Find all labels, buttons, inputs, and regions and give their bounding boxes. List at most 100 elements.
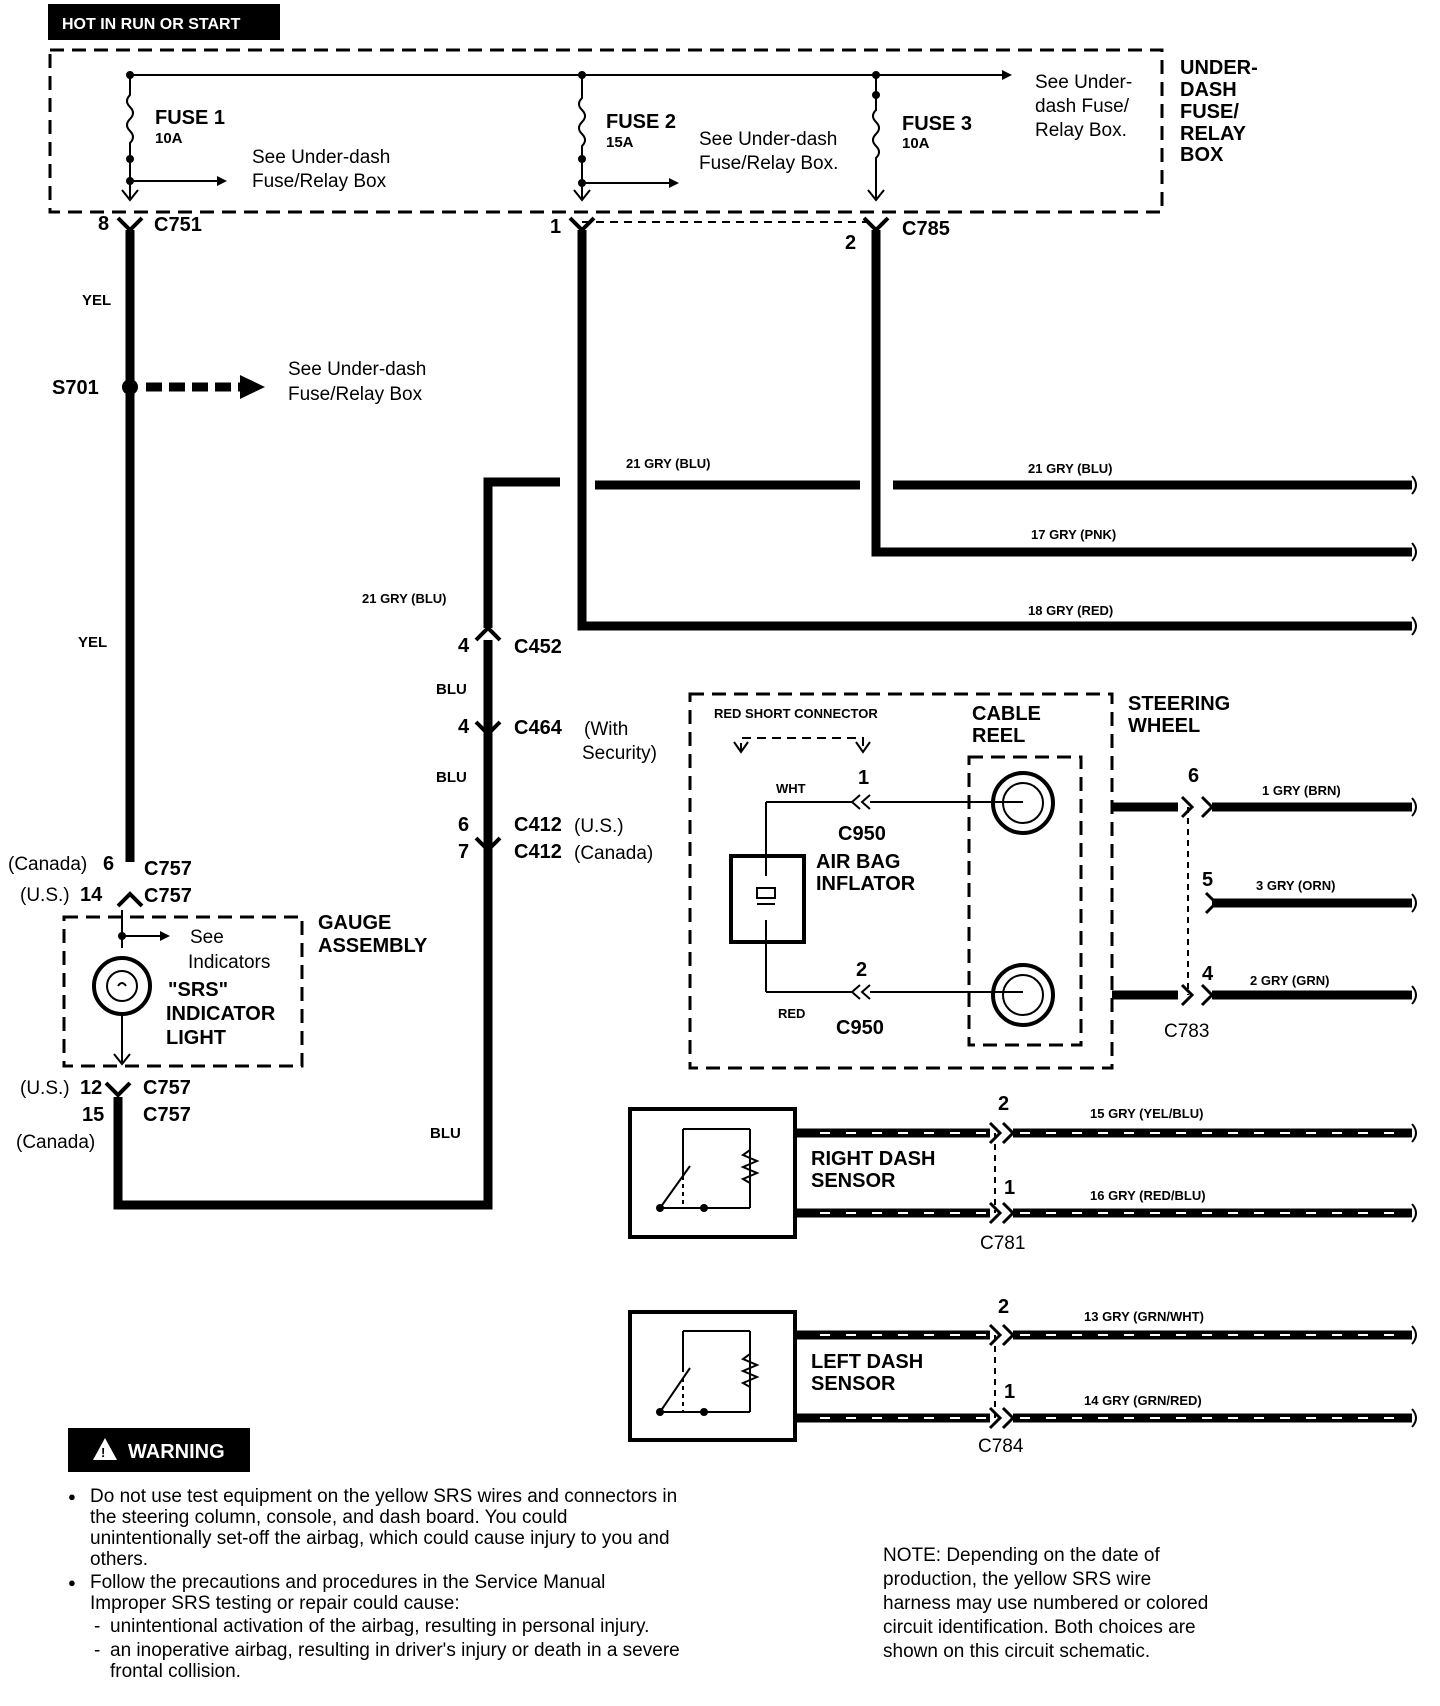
- svg-text:BOX: BOX: [1180, 144, 1224, 166]
- svg-text:12: 12: [80, 1077, 102, 1099]
- svg-text:SENSOR: SENSOR: [811, 1373, 896, 1395]
- svg-text:See Under-dash: See Under-dash: [252, 147, 390, 168]
- svg-text:C464: C464: [514, 717, 563, 739]
- steering-harness-stubs: [1112, 802, 1178, 1000]
- svg-text:C757: C757: [143, 1104, 191, 1126]
- svg-text:S701: S701: [52, 377, 99, 399]
- warning-bullet-1: Do not use test equipment on the yellow …: [66, 1486, 686, 1570]
- connector-c751: 8 C751: [98, 213, 202, 236]
- svg-text:C412: C412: [514, 814, 562, 836]
- svg-text:FUSE/: FUSE/: [1180, 101, 1239, 123]
- svg-text:C785: C785: [902, 218, 950, 240]
- svg-text:INFLATOR: INFLATOR: [816, 873, 916, 895]
- svg-text:15 GRY (YEL/BLU): 15 GRY (YEL/BLU): [1090, 1106, 1203, 1121]
- right-sensor-wires: [1013, 1128, 1412, 1218]
- svg-text:BLU: BLU: [430, 1125, 461, 1142]
- connector-c757-top: (Canada) 6 C757 (U.S.) 14 C757: [8, 853, 192, 908]
- svg-text:LIGHT: LIGHT: [166, 1027, 226, 1049]
- svg-text:18 GRY (RED): 18 GRY (RED): [1028, 603, 1113, 618]
- connector-c757-bottom: (U.S.) 12 C757 15 C757 (Canada): [16, 1077, 191, 1153]
- fuse-2: FUSE 2 15A See Under-dash Fuse/Relay Box…: [573, 71, 838, 202]
- svg-text:C452: C452: [514, 636, 562, 658]
- svg-text:C950: C950: [836, 1017, 884, 1039]
- gauge-assembly-title: GAUGE ASSEMBLY: [318, 912, 428, 957]
- svg-text:13 GRY (GRN/WHT): 13 GRY (GRN/WHT): [1084, 1309, 1204, 1324]
- svg-text:(U.S.): (U.S.): [20, 885, 70, 906]
- svg-text:SENSOR: SENSOR: [811, 1170, 896, 1192]
- svg-text:See: See: [190, 927, 224, 948]
- svg-text:1: 1: [1004, 1381, 1015, 1403]
- srs-indicator-light: See Indicators "SRS" INDICATOR LIGHT: [92, 910, 276, 1066]
- svg-text:14: 14: [80, 884, 103, 906]
- svg-text:Indicators: Indicators: [188, 952, 270, 973]
- svg-text:4: 4: [458, 635, 470, 657]
- svg-text:RELAY: RELAY: [1180, 123, 1247, 145]
- warning-triangle-icon: [93, 1438, 117, 1460]
- svg-text:1: 1: [550, 216, 561, 238]
- svg-text:AIR BAG: AIR BAG: [816, 851, 900, 873]
- svg-text:!: !: [101, 1445, 105, 1460]
- connector-c464: 4 C464 (With Security): [458, 716, 657, 764]
- warning-title: WARNING: [128, 1441, 225, 1463]
- svg-text:RED SHORT CONNECTOR: RED SHORT CONNECTOR: [714, 706, 878, 721]
- left-sensor-wires: [1013, 1330, 1412, 1423]
- wire-21-left: [483, 477, 560, 628]
- harness-break-marks: [1411, 475, 1417, 636]
- svg-text:BLU: BLU: [436, 681, 467, 698]
- svg-text:2: 2: [845, 232, 856, 254]
- svg-text:1 GRY (BRN): 1 GRY (BRN): [1262, 783, 1341, 798]
- svg-text:Security): Security): [582, 743, 657, 764]
- fuse-1: FUSE 1 10A See Under-dash Fuse/Relay Box: [121, 71, 390, 202]
- power-header-label: HOT IN RUN OR START: [62, 16, 241, 33]
- svg-text:4: 4: [1202, 963, 1214, 985]
- svg-text:(Canada): (Canada): [8, 854, 87, 875]
- svg-text:8: 8: [98, 213, 109, 235]
- svg-text:Fuse/Relay Box: Fuse/Relay Box: [252, 171, 387, 192]
- svg-text:WHT: WHT: [776, 781, 806, 796]
- connector-c412: 6 C412 (U.S.) 7 C412 (Canada): [458, 814, 653, 864]
- wire-blu: [113, 640, 493, 1210]
- schematic-note: NOTE: Depending on the date of productio…: [883, 1545, 1209, 1662]
- svg-text:2: 2: [998, 1296, 1009, 1318]
- left-dash-sensor: LEFT DASH SENSOR: [628, 1310, 923, 1442]
- fuse-2-name: FUSE 2: [606, 111, 676, 133]
- svg-text:RED: RED: [778, 1006, 805, 1021]
- svg-text:1: 1: [858, 767, 869, 789]
- svg-text:15: 15: [82, 1104, 104, 1126]
- svg-text:INDICATOR: INDICATOR: [166, 1003, 276, 1025]
- svg-text:Fuse/Relay Box: Fuse/Relay Box: [288, 384, 423, 405]
- svg-text:(Canada): (Canada): [574, 843, 653, 864]
- svg-text:UNDER-: UNDER-: [1180, 57, 1258, 79]
- svg-text:See Under-dash: See Under-dash: [288, 359, 426, 380]
- connector-c781: 2 1 C781: [980, 1093, 1025, 1254]
- svg-text:C950: C950: [838, 823, 886, 845]
- svg-text:WHEEL: WHEEL: [1128, 715, 1200, 737]
- svg-text:C412: C412: [514, 841, 562, 863]
- svg-text:Fuse/Relay Box.: Fuse/Relay Box.: [699, 153, 838, 174]
- fuse-box-title: UNDER- DASH FUSE/ RELAY BOX: [1180, 57, 1258, 166]
- svg-text:6: 6: [458, 814, 469, 836]
- connector-c950-bottom: RED 2 C950: [778, 959, 1023, 1039]
- svg-text:C783: C783: [1164, 1021, 1209, 1042]
- srs-light-label: "SRS": [168, 979, 228, 1001]
- svg-text:2: 2: [856, 959, 867, 981]
- svg-text:C751: C751: [154, 214, 202, 236]
- svg-text:dash Fuse/: dash Fuse/: [1035, 96, 1130, 117]
- svg-text:14 GRY (GRN/RED): 14 GRY (GRN/RED): [1084, 1393, 1202, 1408]
- warning-bullet-2: Follow the precautions and procedures in…: [66, 1572, 686, 1682]
- svg-text:DASH: DASH: [1180, 79, 1237, 101]
- svg-text:See Under-dash: See Under-dash: [699, 129, 837, 150]
- svg-text:2: 2: [998, 1093, 1009, 1115]
- cable-reel: CABLE REEL: [967, 703, 1083, 1047]
- warning-list: Do not use test equipment on the yellow …: [66, 1486, 686, 1685]
- svg-text:(With: (With: [584, 719, 628, 740]
- svg-text:Relay Box.: Relay Box.: [1035, 120, 1127, 141]
- warning-badge: ! WARNING: [68, 1428, 250, 1472]
- fuse-3-rating: 10A: [902, 135, 930, 152]
- svg-text:(U.S.): (U.S.): [20, 1078, 70, 1099]
- fuse-1-rating: 10A: [155, 130, 183, 147]
- steering-wheel-wires: [1212, 802, 1412, 1000]
- svg-text:21 GRY (BLU): 21 GRY (BLU): [626, 456, 711, 471]
- svg-text:YEL: YEL: [78, 634, 107, 651]
- fuse-box-ref-3: See Under- dash Fuse/ Relay Box.: [1035, 72, 1132, 141]
